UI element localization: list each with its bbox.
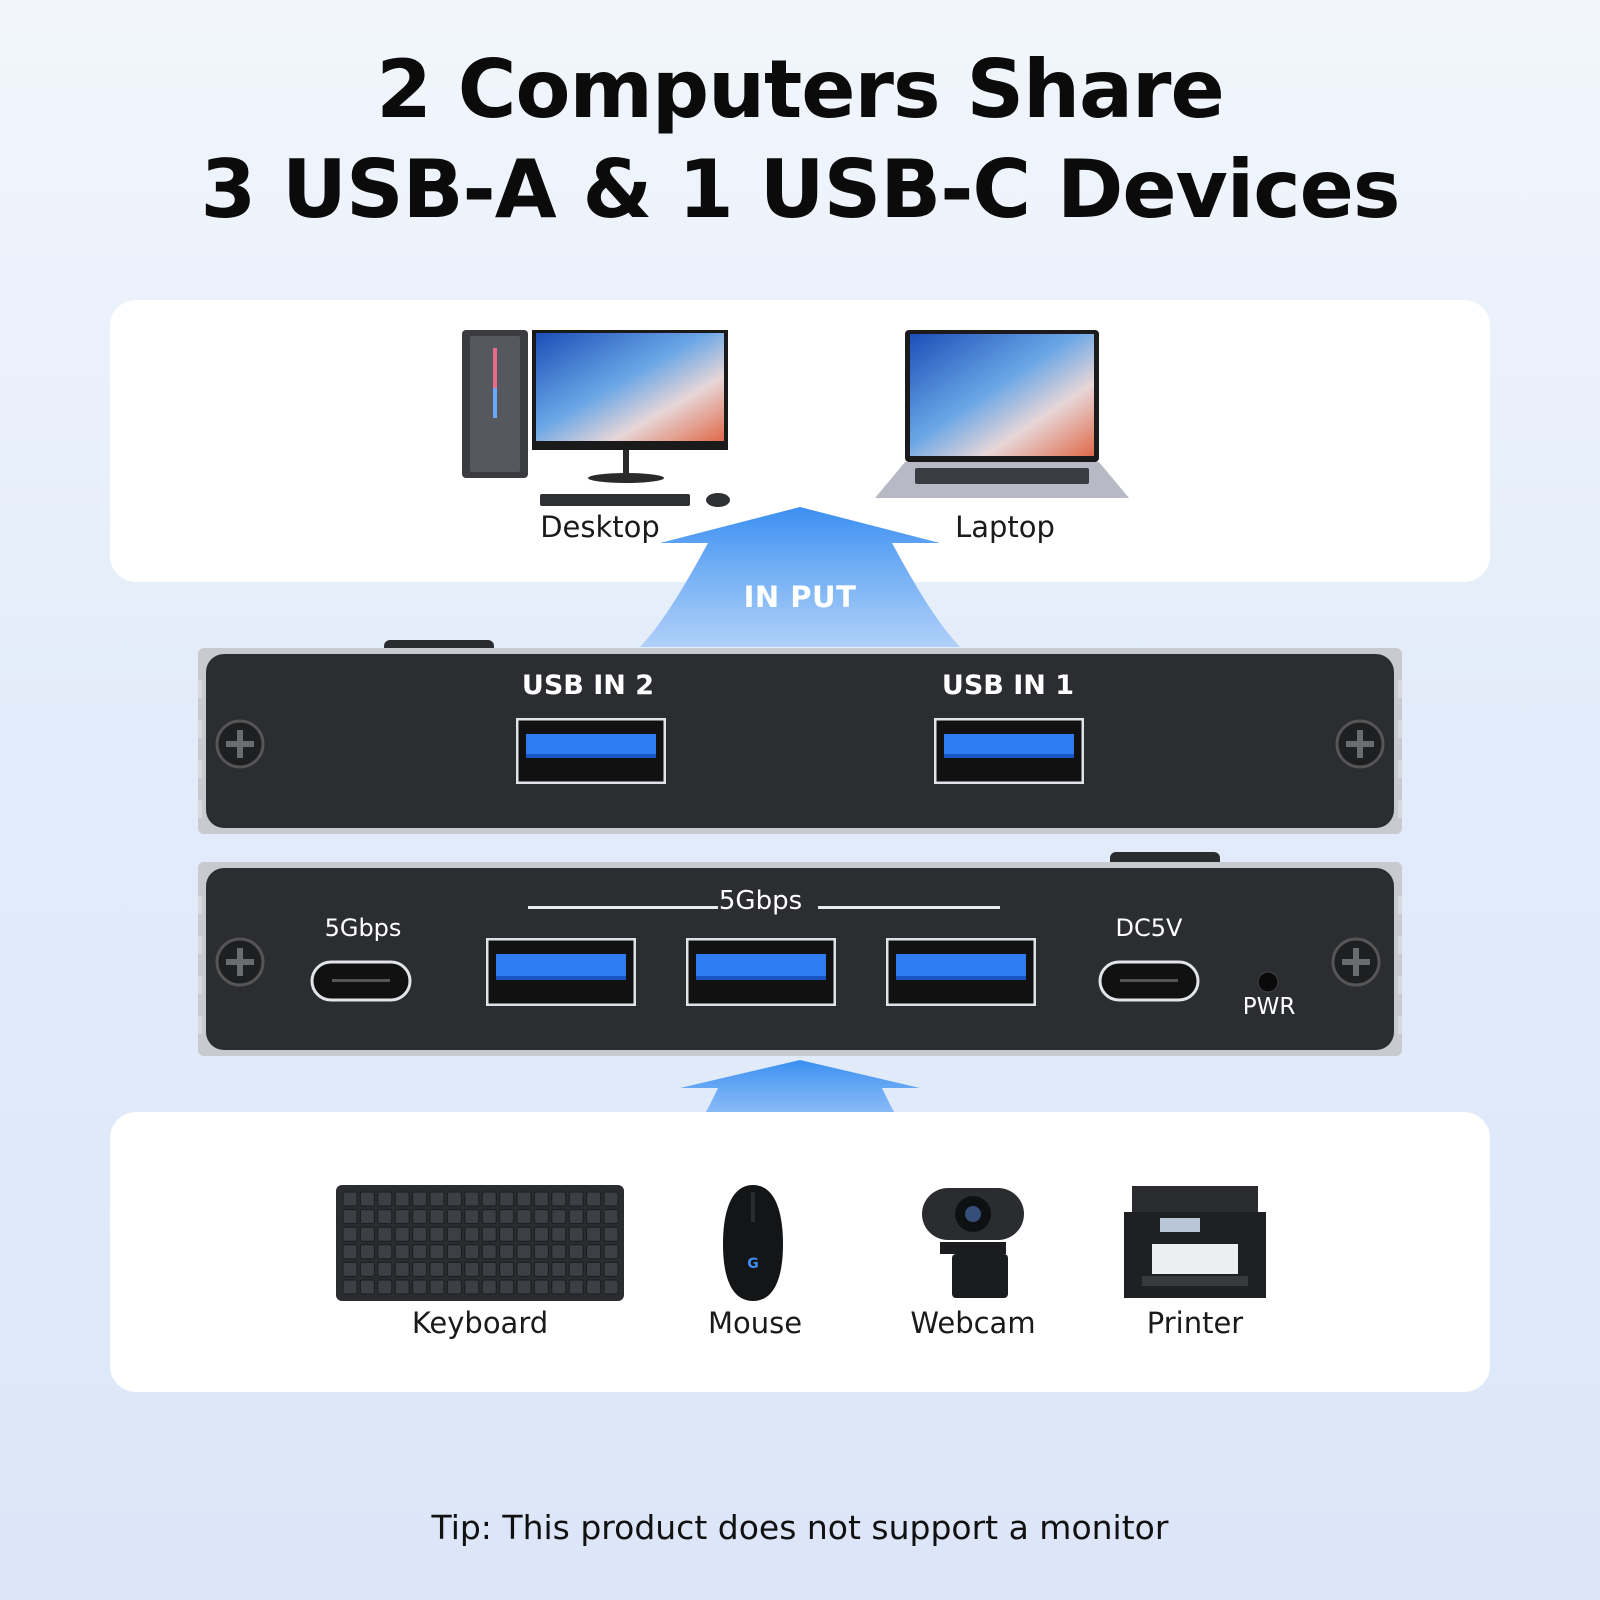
- laptop-illustration: [875, 330, 1129, 498]
- printer-illustration: [1124, 1186, 1266, 1298]
- svg-text:G: G: [747, 1256, 759, 1272]
- webcam-illustration: [922, 1188, 1024, 1298]
- usba-output-port-3-icon[interactable]: [886, 938, 1036, 1006]
- usba-speed-label: 5Gbps: [718, 886, 803, 916]
- usb-in-2-port-icon[interactable]: [516, 718, 666, 784]
- screw-left-icon: [215, 937, 265, 987]
- device-label-keyboard: Keyboard: [411, 1306, 549, 1340]
- device-label-mouse: Mouse: [707, 1306, 803, 1340]
- usbc-speed-label: 5Gbps: [324, 914, 402, 942]
- switch-input-panel: USB IN 2 USB IN 1: [198, 640, 1402, 840]
- dc5v-label: DC5V: [1115, 914, 1183, 942]
- usb-in-1-port-icon[interactable]: [934, 718, 1084, 784]
- peripherals-card: Keyboard G Mouse Webcam Printer: [110, 1112, 1490, 1392]
- computers-card: Desktop Laptop: [110, 300, 1490, 582]
- usb-in-2-label: USB IN 2: [521, 670, 655, 701]
- screw-left-icon: [215, 719, 265, 769]
- device-label-printer: Printer: [1146, 1306, 1244, 1340]
- usba-output-port-1-icon[interactable]: [486, 938, 636, 1006]
- input-arrow-icon: [640, 507, 960, 647]
- output-flow-label: OUT PUT: [726, 1114, 874, 1148]
- screw-right-icon: [1331, 937, 1381, 987]
- laptop-label: Laptop: [955, 510, 1055, 544]
- device-label-webcam: Webcam: [910, 1306, 1036, 1340]
- desktop-illustration: [462, 330, 730, 507]
- desktop-label: Desktop: [540, 510, 660, 544]
- usbc-output-port-icon[interactable]: [310, 960, 412, 1002]
- headline-line-1: 2 Computers Share: [376, 43, 1224, 136]
- mouse-illustration: G: [723, 1185, 783, 1301]
- switch-output-panel: 5Gbps 5Gbps DC5V PWR: [198, 852, 1402, 1062]
- pwr-label: PWR: [1242, 994, 1296, 1020]
- input-flow-label: IN PUT: [743, 580, 857, 614]
- power-led-icon: [1257, 971, 1279, 993]
- tip-text: Tip: This product does not support a mon…: [431, 1508, 1169, 1547]
- usb-in-1-label: USB IN 1: [941, 670, 1075, 701]
- keyboard-illustration: [336, 1185, 624, 1301]
- dc5v-power-port-icon[interactable]: [1098, 960, 1200, 1002]
- usba-output-port-2-icon[interactable]: [686, 938, 836, 1006]
- screw-right-icon: [1335, 719, 1385, 769]
- headline-line-2: 3 USB-A & 1 USB-C Devices: [200, 143, 1400, 236]
